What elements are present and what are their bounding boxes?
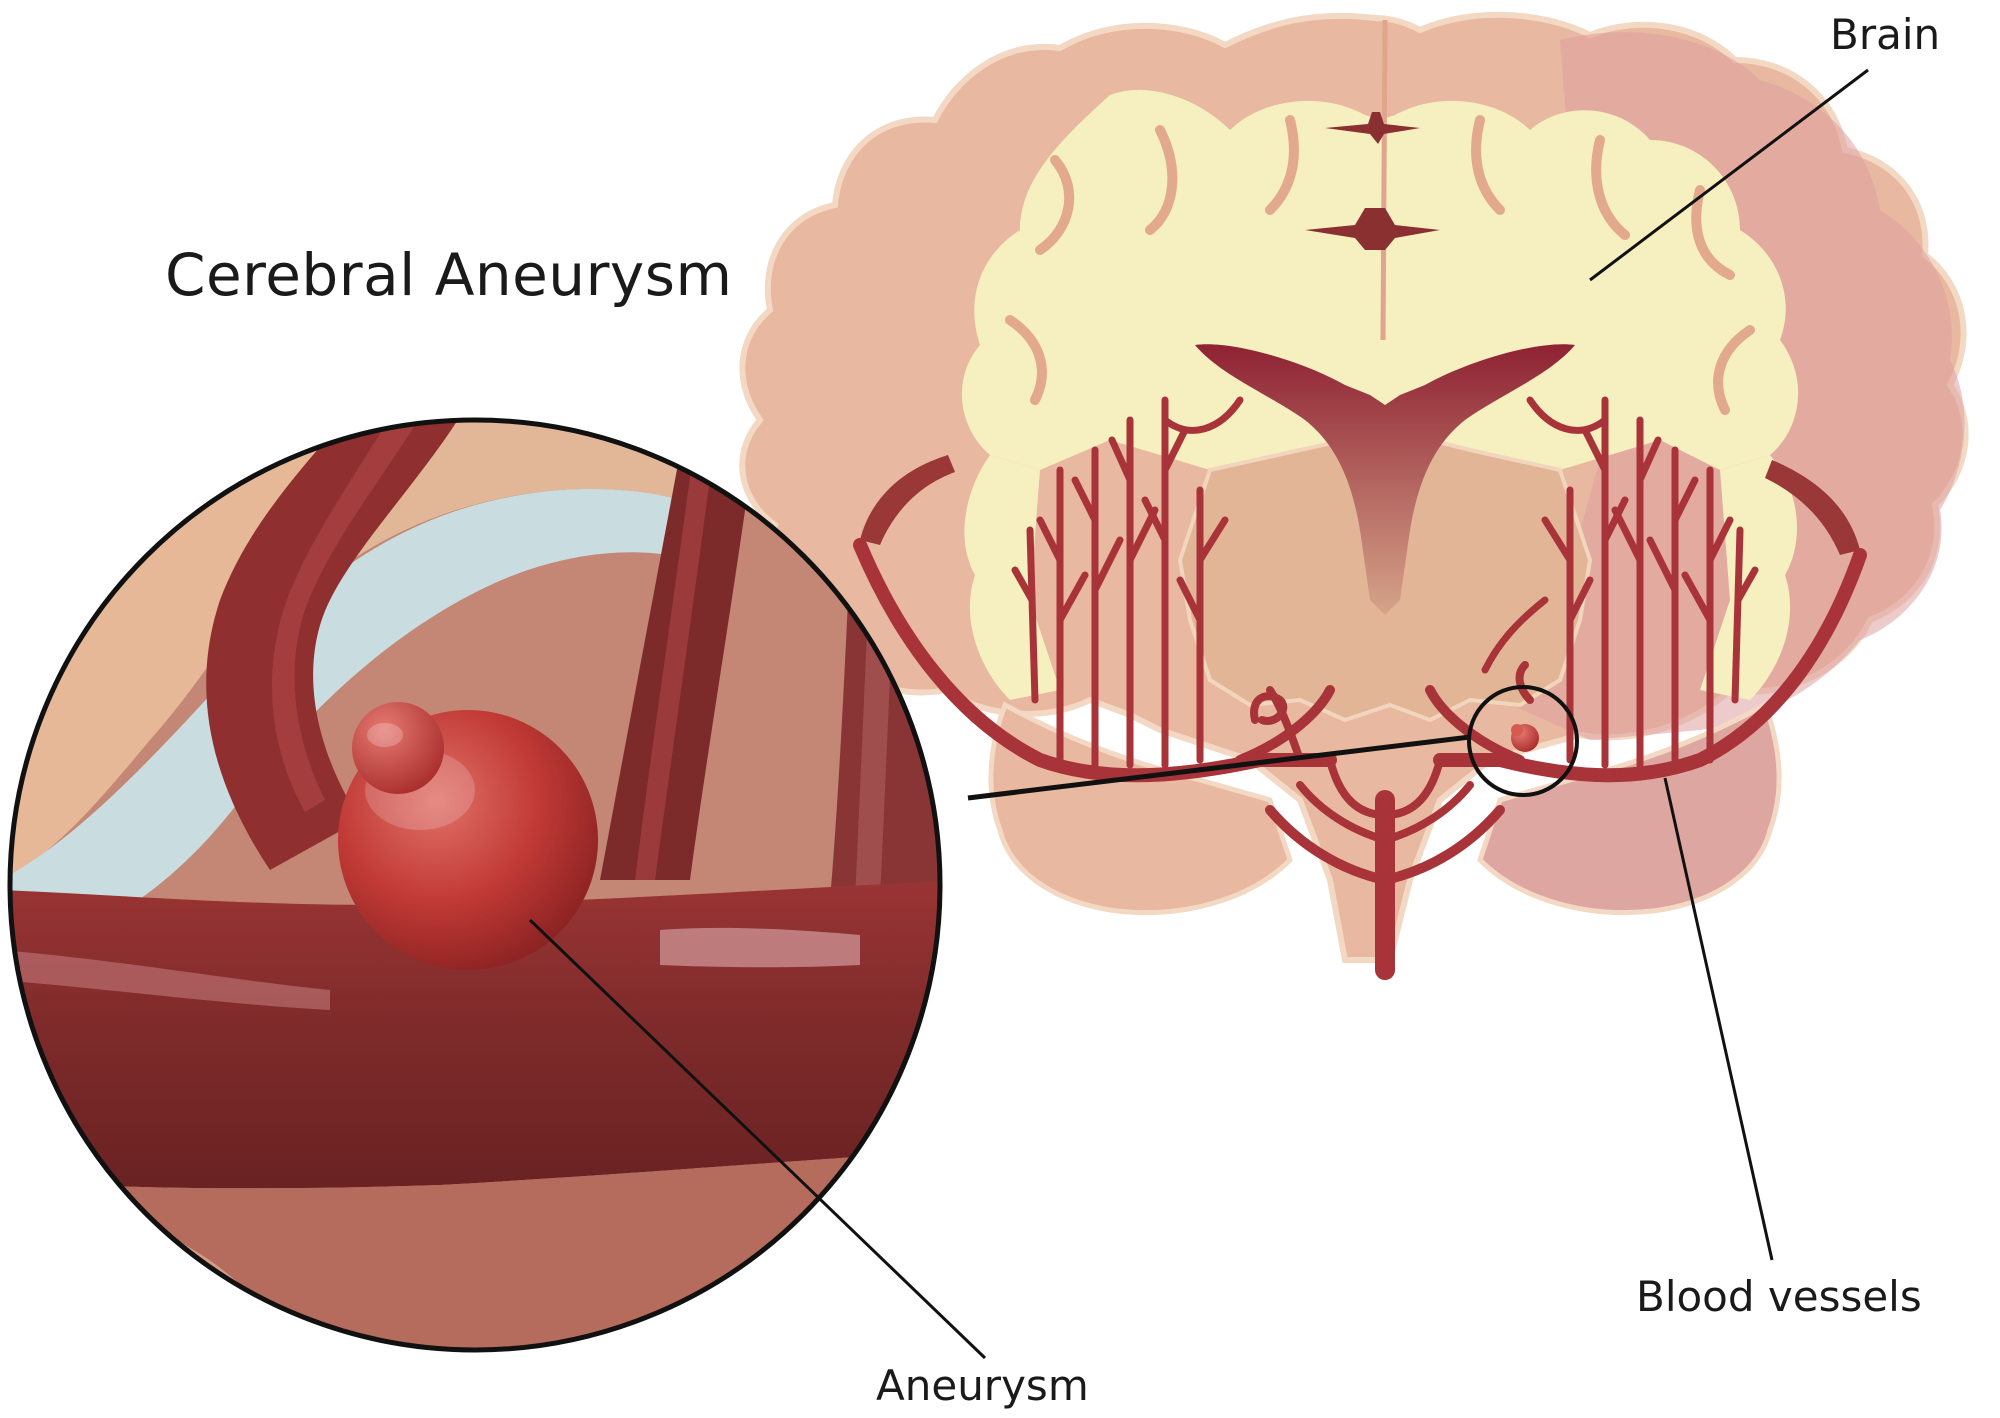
- page-title: Cerebral Aneurysm: [165, 241, 733, 309]
- brain: [739, 11, 1969, 963]
- magnifier-connector-line: [967, 734, 1471, 801]
- label-blood-vessels: Blood vessels: [1636, 1272, 1922, 1321]
- midline-structure-upper: [1325, 112, 1420, 144]
- temporal-lobe-left: [988, 701, 1293, 915]
- lens-tissue-upper: [260, 420, 720, 640]
- brain-midline-fissure: [1380, 19, 1388, 341]
- magnified-view: [7, 417, 943, 1353]
- brain-blood-vessels: [853, 396, 1867, 980]
- magnifier-target-circle: [1467, 685, 1579, 797]
- lens-tissue-lower: [10, 1150, 940, 1350]
- label-brain: Brain: [1830, 10, 1941, 59]
- lens-vessel-left-curve: [206, 420, 470, 870]
- leader-line-aneurysm: [528, 918, 987, 1360]
- sylvian-fissure-left: [860, 455, 955, 545]
- midline-structure-lower: [1305, 208, 1440, 250]
- brain-aneurysm-small-bulge: [1511, 724, 1523, 736]
- magnifier-lens-border: [7, 417, 943, 1353]
- lateral-ventricles: [1195, 344, 1575, 615]
- lens-aneurysm-bulge: [352, 702, 444, 794]
- leader-line-blood-vessels: [1663, 777, 1774, 1261]
- lens-cavity: [10, 489, 700, 960]
- sylvian-fissure-right: [1765, 460, 1860, 555]
- brain-gyri: [1005, 115, 1755, 415]
- leader-line-brain: [1589, 68, 1869, 282]
- label-aneurysm: Aneurysm: [876, 1361, 1089, 1410]
